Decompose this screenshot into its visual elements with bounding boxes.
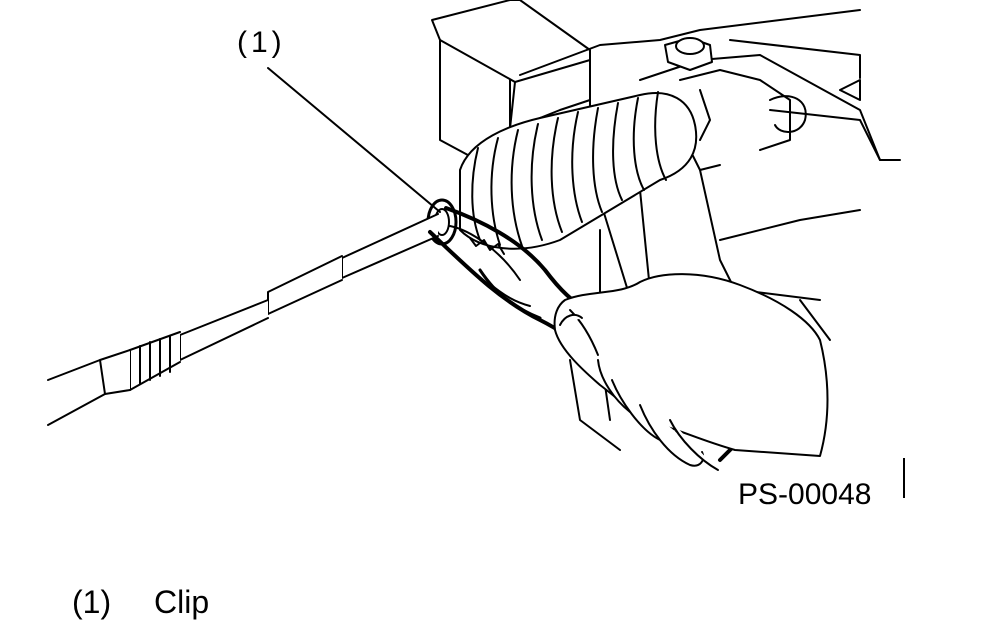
hand [553,273,829,471]
figure-id: PS-00048 [738,478,872,511]
legend-row: (1) Clip [72,584,209,621]
mounting-clamp [664,37,807,171]
legend-text: Clip [154,584,210,620]
rack-boot [459,91,698,250]
callout-label: (1) [237,26,286,59]
figure-id-bar [903,458,905,498]
gearbox-housing [431,0,901,451]
callout-leader [267,67,441,213]
tie-rod [47,213,439,426]
legend-number: (1) [72,584,112,620]
